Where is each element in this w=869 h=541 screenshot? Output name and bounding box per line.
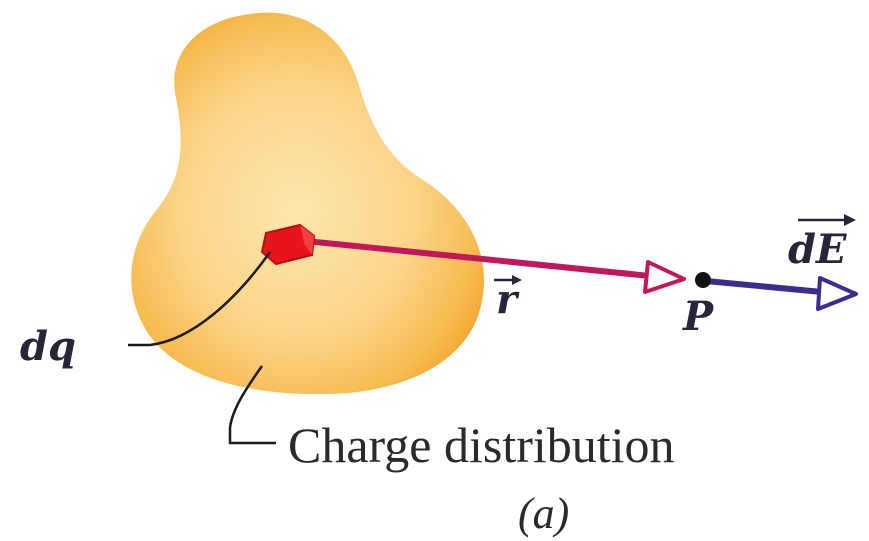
dq-label: dq: [20, 323, 76, 370]
point-p-label: P: [682, 293, 715, 340]
dE-vector-accent: [798, 214, 856, 226]
charge-distribution-blob: [131, 12, 484, 395]
charge-element: [260, 223, 316, 266]
dE-label: dE: [788, 226, 847, 273]
r-vector-arrowhead: [643, 260, 686, 294]
r-vector-label: r: [496, 276, 520, 323]
field-vector-line: [703, 278, 825, 295]
field-vector-arrowhead: [816, 276, 858, 311]
dq-leader-line: [128, 251, 272, 347]
charge-distribution-label: Charge distribution: [288, 417, 675, 473]
r-vector-accent: [494, 275, 522, 285]
r-vector-line: [293, 237, 653, 279]
panel-label: (a): [518, 489, 569, 538]
distribution-leader-line: [228, 365, 276, 445]
point-p-dot: [695, 272, 711, 288]
